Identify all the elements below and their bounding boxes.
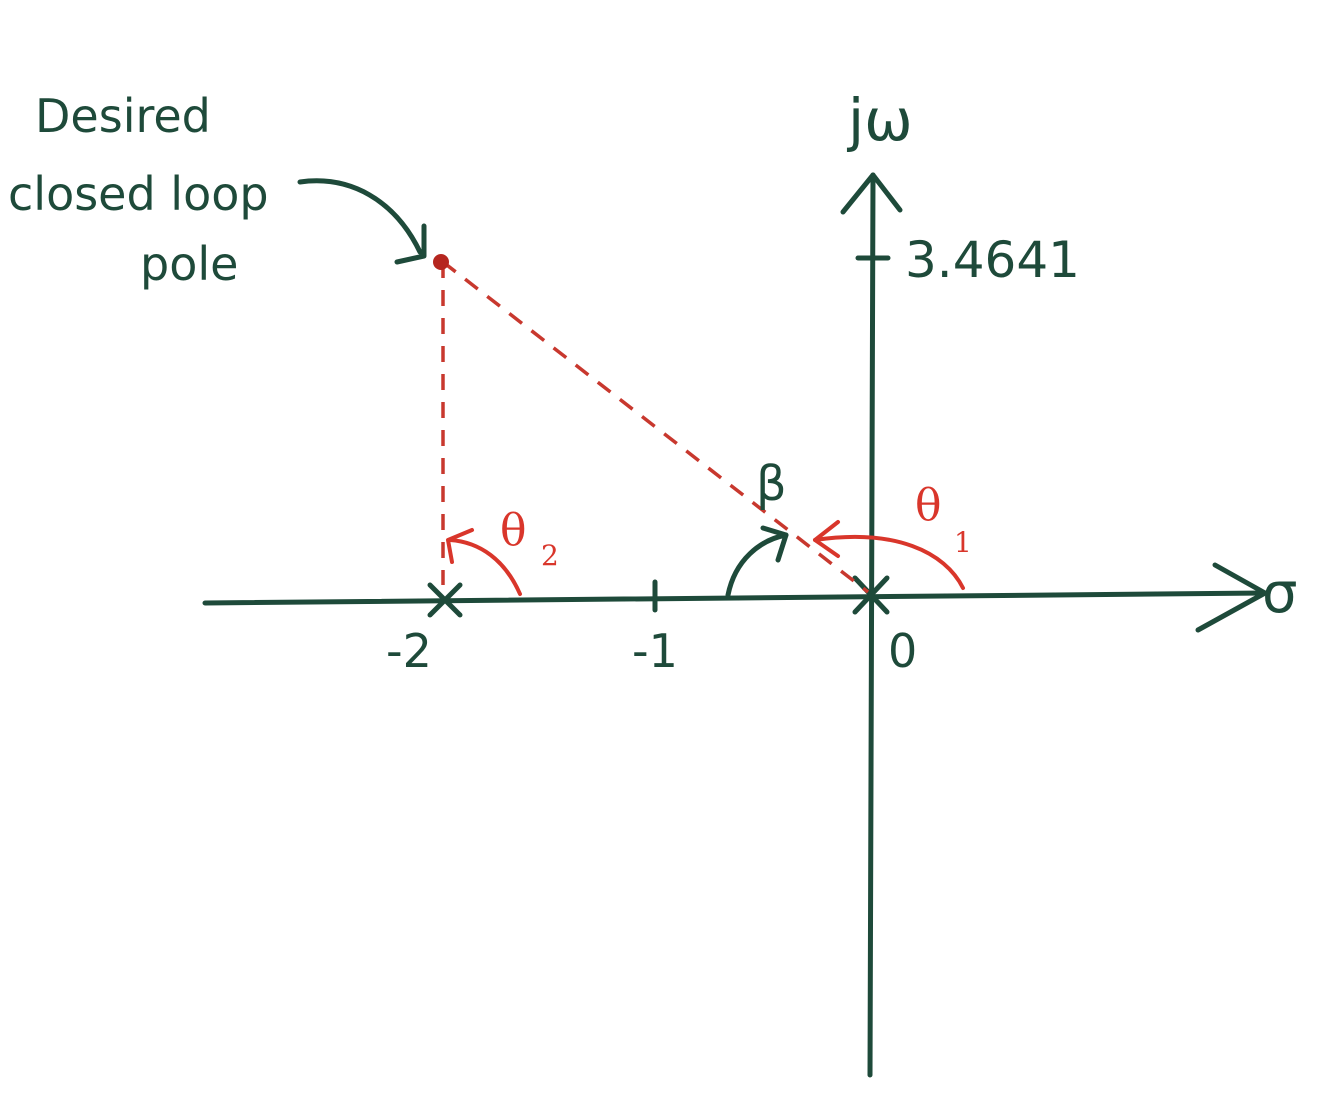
annotation-line-3: pole xyxy=(140,237,238,291)
real-axis-arrowhead xyxy=(1195,562,1268,633)
theta1-arrowhead xyxy=(813,520,840,558)
annotation-line-1: Desired xyxy=(35,89,211,143)
theta1-label: θ xyxy=(915,480,942,531)
tick-label-minus-2: -2 xyxy=(386,624,432,678)
pole-marker-minus-2 xyxy=(427,582,463,618)
theta2-label: θ xyxy=(500,505,527,556)
tick-label-zero: 0 xyxy=(888,624,917,678)
beta-arc xyxy=(725,532,789,598)
imaginary-axis-label: jω xyxy=(846,86,913,154)
imaginary-axis xyxy=(867,172,876,1078)
theta2-arrowhead xyxy=(446,528,474,564)
pole-marker-origin xyxy=(852,575,890,615)
theta1-arc xyxy=(813,534,965,590)
desired-pole-dot xyxy=(433,254,449,270)
annotation-arrowhead xyxy=(394,223,427,265)
theta2-subscript: 2 xyxy=(541,539,559,572)
imaginary-tick-label: 3.4641 xyxy=(905,231,1080,289)
imaginary-axis-arrowhead xyxy=(840,172,903,215)
beta-label: β xyxy=(756,456,787,512)
annotation-line-2: closed loop xyxy=(8,167,269,221)
diagonal-dashed-line xyxy=(441,260,870,594)
annotation-arrow-shaft xyxy=(297,178,423,255)
real-axis-label: σ xyxy=(1262,561,1298,626)
real-axis xyxy=(202,590,1268,606)
beta-arrowhead xyxy=(760,525,789,563)
tick-label-minus-1: -1 xyxy=(632,624,678,678)
theta2-arc xyxy=(448,538,522,596)
theta1-subscript: 1 xyxy=(954,526,972,559)
